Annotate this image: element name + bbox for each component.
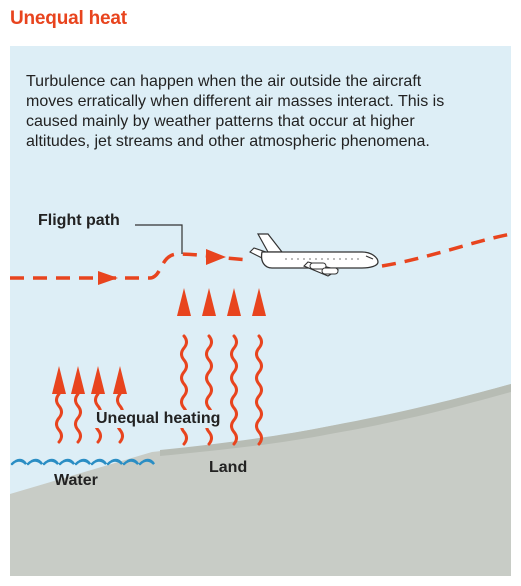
flight-path-leader bbox=[135, 224, 183, 254]
unequal-heating-label: Unequal heating bbox=[92, 410, 225, 428]
airplane-icon bbox=[249, 233, 379, 277]
wavy-arrow-icon bbox=[255, 334, 263, 446]
wavy-arrow-icon bbox=[55, 392, 63, 444]
land-highlight bbox=[160, 384, 511, 456]
flight-path-label: Flight path bbox=[38, 212, 120, 229]
flight-path-line bbox=[10, 252, 251, 280]
wavy-arrow-icon bbox=[74, 392, 82, 444]
heat-arrowheads-water bbox=[52, 366, 127, 394]
flight-path-line-after bbox=[381, 232, 511, 268]
direction-arrow-2 bbox=[206, 249, 226, 265]
heat-arrowheads-land bbox=[177, 288, 266, 316]
water-label: Water bbox=[54, 472, 98, 489]
wavy-arrow-icon bbox=[230, 334, 238, 446]
diagram-title: Unequal heat bbox=[10, 8, 127, 29]
diagram-canvas bbox=[10, 224, 511, 576]
direction-arrow-1 bbox=[98, 271, 118, 285]
land-label: Land bbox=[209, 459, 248, 476]
land-near bbox=[10, 384, 511, 576]
diagram-panel: Turbulence can happen when the air outsi… bbox=[10, 46, 511, 576]
wave-icon bbox=[10, 458, 155, 466]
intro-text: Turbulence can happen when the air outsi… bbox=[26, 73, 445, 150]
